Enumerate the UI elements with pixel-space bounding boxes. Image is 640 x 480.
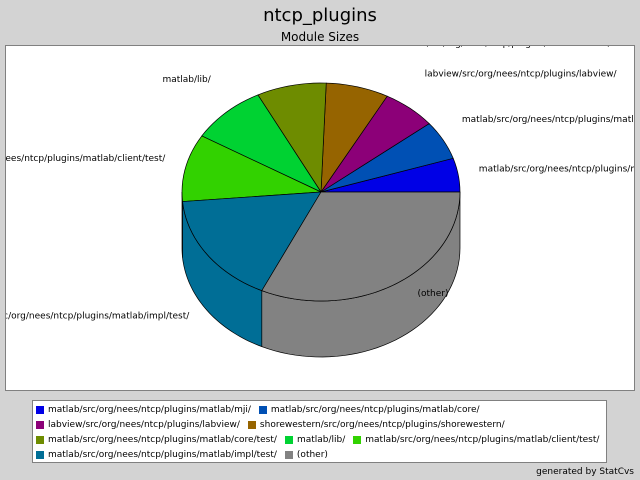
- legend-swatch: [36, 435, 44, 444]
- legend-swatch: [258, 405, 267, 414]
- legend-label: matlab/src/org/nees/ntcp/plugins/matlab/…: [48, 449, 277, 460]
- slice-label-3: labview/src/org/nees/ntcp/plugins/labvie…: [425, 69, 618, 79]
- pie-slice-6: [201, 94, 322, 193]
- legend-label: (other): [296, 449, 328, 460]
- legend-row: matlab/src/org/nees/ntcp/plugins/matlab/…: [36, 447, 336, 462]
- legend-label: matlab/lib/: [296, 434, 346, 445]
- slice-label-4: shorewestern/src/org/nees/ntcp/plugins/s…: [366, 45, 612, 49]
- slice-label-6: matlab/lib/: [162, 75, 211, 85]
- pie-slice-4: [320, 82, 388, 194]
- legend-label: matlab/src/org/nees/ntcp/plugins/matlab/…: [270, 404, 480, 415]
- legend-swatch: [36, 405, 44, 414]
- pie-slice-5: [257, 82, 327, 194]
- pie-slice-7: [181, 135, 323, 202]
- legend-item: matlab/src/org/nees/ntcp/plugins/matlab/…: [353, 435, 599, 445]
- slice-label-9: (other): [418, 289, 449, 299]
- legend-swatch: [36, 450, 44, 459]
- legend-label: matlab/src/org/nees/ntcp/plugins/matlab/…: [48, 434, 277, 445]
- chart-title: ntcp_plugins: [263, 5, 377, 26]
- slice-label-5: matlab/src/org/nees/ntcp/plugins/matlab/…: [55, 45, 285, 47]
- pie-chart: matlab/src/org/nees/ntcp/plugins/matlab/…: [5, 45, 635, 358]
- chart-subtitle: Module Sizes: [280, 30, 360, 44]
- legend-item: labview/src/org/nees/ntcp/plugins/labvie…: [36, 420, 240, 430]
- legend-label: labview/src/org/nees/ntcp/plugins/labvie…: [48, 419, 240, 430]
- legend-label: shorewestern/src/org/nees/ntcp/plugins/s…: [259, 419, 505, 430]
- legend-label: matlab/src/org/nees/ntcp/plugins/matlab/…: [48, 404, 251, 415]
- legend-row: matlab/src/org/nees/ntcp/plugins/matlab/…: [36, 432, 607, 447]
- pie-slice-2: [320, 123, 454, 193]
- legend-item: matlab/lib/: [284, 434, 346, 445]
- legend-item: matlab/src/org/nees/ntcp/plugins/matlab/…: [36, 450, 277, 460]
- legend-swatch: [353, 435, 362, 444]
- pie-slice-9: [261, 191, 461, 302]
- slice-label-2: matlab/src/org/nees/ntcp/plugins/matlab/…: [462, 115, 635, 125]
- legend-item: (other): [284, 449, 328, 460]
- plot-area: matlab/src/org/nees/ntcp/plugins/matlab/…: [5, 45, 635, 391]
- legend-row: labview/src/org/nees/ntcp/plugins/labvie…: [36, 417, 513, 432]
- legend-swatch: [284, 450, 293, 459]
- slice-label-8: matlab/src/org/nees/ntcp/plugins/matlab/…: [5, 312, 190, 322]
- legend-row: matlab/src/org/nees/ntcp/plugins/matlab/…: [36, 402, 488, 417]
- legend-swatch: [284, 435, 293, 444]
- legend-item: matlab/src/org/nees/ntcp/plugins/matlab/…: [36, 405, 251, 415]
- legend-label: matlab/src/org/nees/ntcp/plugins/matlab/…: [365, 434, 600, 445]
- pie-slice-3: [320, 95, 430, 193]
- pie-slice-8: [182, 191, 322, 292]
- generated-by-footer: generated by StatCvs: [536, 467, 634, 477]
- legend-swatch: [247, 420, 256, 429]
- legend-item: shorewestern/src/org/nees/ntcp/plugins/s…: [247, 419, 505, 430]
- legend-item: matlab/src/org/nees/ntcp/plugins/matlab/…: [36, 435, 277, 445]
- slice-label-7: /nees/ntcp/plugins/matlab/client/test/: [5, 154, 166, 164]
- pie-slice-1: [320, 157, 461, 193]
- legend-item: matlab/src/org/nees/ntcp/plugins/matlab/…: [258, 404, 480, 415]
- chart-legend: matlab/src/org/nees/ntcp/plugins/matlab/…: [32, 400, 607, 463]
- slice-label-1: matlab/src/org/nees/ntcp/plugins/matlab/…: [479, 165, 635, 175]
- legend-swatch: [36, 420, 44, 429]
